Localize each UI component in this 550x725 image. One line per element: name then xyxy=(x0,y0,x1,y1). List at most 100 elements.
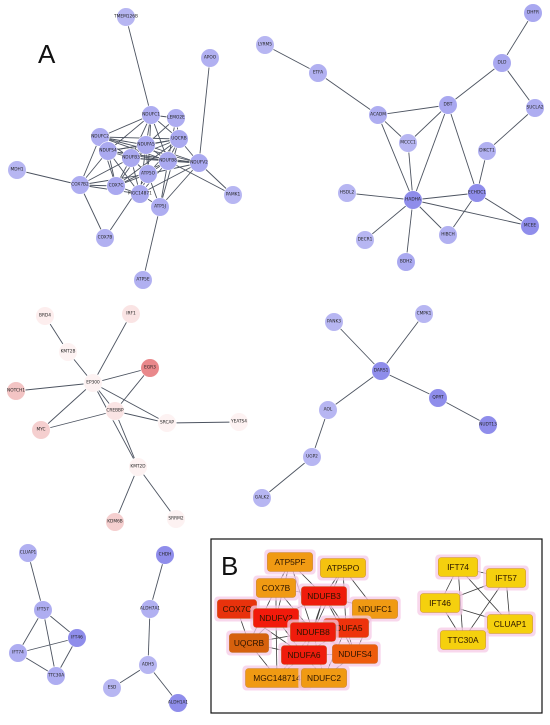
node-atp5e[interactable]: ATP5E xyxy=(133,270,153,290)
node-ndufv2[interactable]: NDUFV2 xyxy=(189,153,209,173)
node-aol[interactable]: AOL xyxy=(318,400,338,420)
node-ndufa5[interactable]: NDUFA5 xyxy=(136,135,156,155)
node-label: SUCLA2 xyxy=(526,105,543,111)
node-kmt2d[interactable]: KMT2D xyxy=(128,457,148,477)
node-uqcrb[interactable]: UQCRB xyxy=(226,630,272,656)
node-hadha[interactable]: HADHA xyxy=(403,190,423,210)
node-ift57[interactable]: IFT57 xyxy=(483,565,529,591)
node-ugp2[interactable]: UGP2 xyxy=(302,447,322,467)
node-myc[interactable]: MYC xyxy=(31,420,51,440)
node-circle xyxy=(121,148,141,168)
node-echdc1[interactable]: ECHDC1 xyxy=(467,183,487,203)
node-dld[interactable]: DLD xyxy=(492,53,512,73)
node-tmem126b[interactable]: TMEM126B xyxy=(113,7,138,27)
node-circle xyxy=(67,628,87,648)
node-ndufb3[interactable]: NDUFB3 xyxy=(298,583,350,609)
node-ndufb3[interactable]: NDUFB3 xyxy=(121,148,141,168)
node-circle xyxy=(150,197,170,217)
node-crebbp[interactable]: CREBBP xyxy=(105,401,125,421)
node-apoo[interactable]: APOO xyxy=(200,48,220,68)
node-mgc148714[interactable]: MGC148714 xyxy=(242,665,312,691)
node-circle xyxy=(189,153,209,173)
node-label: TTC30A xyxy=(47,673,64,679)
node-circle xyxy=(467,183,487,203)
node-ndufa6[interactable]: NDUFA6 xyxy=(278,642,330,668)
node-ndufb8[interactable]: NDUFB8 xyxy=(287,619,339,645)
node-cluap1[interactable]: CLUAP1 xyxy=(484,611,536,637)
node-mccc1[interactable]: MCCC1 xyxy=(398,133,418,153)
node-ndufs4[interactable]: NDUFS4 xyxy=(329,641,381,667)
node-etfa[interactable]: ETFA xyxy=(308,63,328,83)
node-mgc14871[interactable]: MGC14871 xyxy=(128,184,152,204)
node-egr3[interactable]: EGR3 xyxy=(140,358,160,378)
node-ndufc1[interactable]: NDUFC1 xyxy=(141,105,161,125)
node-lyrm5[interactable]: LYRM5 xyxy=(255,35,275,55)
node-ttc30a[interactable]: TTC30A xyxy=(46,666,66,686)
node-mcee[interactable]: MCEE xyxy=(520,216,540,236)
node-qprt[interactable]: QPRT xyxy=(428,388,448,408)
node-yeats4[interactable]: YEATS4 xyxy=(229,412,249,432)
node-hibch[interactable]: HIBCH xyxy=(438,225,458,245)
node-irf1[interactable]: IRF1 xyxy=(121,304,141,324)
node-ift74[interactable]: IFT74 xyxy=(435,554,481,580)
node-circle xyxy=(7,160,27,180)
node-ift46[interactable]: IFT46 xyxy=(417,590,463,616)
node-ift46[interactable]: IFT46 xyxy=(67,628,87,648)
node-atp5o[interactable]: ATP5O xyxy=(138,164,158,184)
node-dikct1[interactable]: DIKCT1 xyxy=(477,141,497,161)
node-dars1[interactable]: DARS1 xyxy=(371,361,391,381)
node-cox7b2[interactable]: COX7B2 xyxy=(70,175,90,195)
node-adh5[interactable]: ADH5 xyxy=(138,655,158,675)
node-bdh2[interactable]: BDH2 xyxy=(396,252,416,272)
node-cluap1[interactable]: CLUAP1 xyxy=(18,543,38,563)
node-hsdl2[interactable]: HSDL2 xyxy=(337,183,357,203)
node-atp5po[interactable]: ATP5PO xyxy=(317,555,369,581)
node-ndufs4[interactable]: NDUFS4 xyxy=(98,141,118,161)
node-aldh1a1[interactable]: ALDH1A1 xyxy=(168,693,189,713)
edge-egr3-ep300 xyxy=(92,367,151,384)
node-pamk1[interactable]: PAMK1 xyxy=(223,185,243,205)
node-dbt[interactable]: DBT xyxy=(438,95,458,115)
node-aldh7a1[interactable]: ALDH7A1 xyxy=(140,599,161,619)
node-pank3[interactable]: PANK3 xyxy=(324,312,344,332)
node-brd4[interactable]: BRD4 xyxy=(35,306,55,326)
node-circle xyxy=(438,95,458,115)
node-notch1[interactable]: NOTCH1 xyxy=(6,381,26,401)
node-chdh[interactable]: CHDH xyxy=(155,545,175,565)
node-label: QPRT xyxy=(432,395,444,401)
node-cox7c[interactable]: COX7C xyxy=(106,176,126,196)
node-uqcrb[interactable]: UQCRB xyxy=(169,129,189,149)
node-cox7b[interactable]: COX7B xyxy=(253,575,299,601)
edge-uqcrb-cox7c xyxy=(115,138,180,187)
node-cox7b[interactable]: COX7B xyxy=(95,228,115,248)
node-dhfr[interactable]: DHFR xyxy=(523,3,543,23)
node-cox7c[interactable]: COX7C xyxy=(214,596,260,622)
node-ttc30a[interactable]: TTC30A xyxy=(437,627,489,653)
node-ndufc2[interactable]: NDUFC2 xyxy=(298,665,350,691)
node-box xyxy=(440,630,486,650)
node-sucla2[interactable]: SUCLA2 xyxy=(525,98,545,118)
node-atp5j[interactable]: ATP5J xyxy=(150,197,170,217)
node-mdh1[interactable]: MDH1 xyxy=(7,160,27,180)
node-srcap[interactable]: SRCAP xyxy=(157,413,177,433)
node-ift57[interactable]: IFT57 xyxy=(33,600,53,620)
node-cmpk1[interactable]: CMPK1 xyxy=(414,304,434,324)
node-ndufb8[interactable]: NDUFB8 xyxy=(158,151,178,171)
node-atp5pf[interactable]: ATP5PF xyxy=(264,549,316,575)
node-galk2[interactable]: GALK2 xyxy=(252,488,272,508)
node-srrm2[interactable]: SRRM2 xyxy=(166,509,186,529)
node-ep300[interactable]: EP300 xyxy=(83,373,103,393)
node-esd[interactable]: ESD xyxy=(102,678,122,698)
node-label: NDUFA6 xyxy=(287,650,320,660)
node-ndufc1[interactable]: NDUFC1 xyxy=(349,596,401,622)
node-lemo2e[interactable]: LEMO2E xyxy=(166,108,186,128)
node-circle xyxy=(141,105,161,125)
node-ift74[interactable]: IFT74 xyxy=(8,643,28,663)
node-label: NUDT13 xyxy=(479,422,497,428)
node-nudt13[interactable]: NUDT13 xyxy=(478,415,498,435)
node-decr1[interactable]: DECR1 xyxy=(355,230,375,250)
node-acadm[interactable]: ACADM xyxy=(368,105,388,125)
node-label: NDUFB8 xyxy=(159,158,177,164)
node-kmt2b[interactable]: KMT2B xyxy=(58,342,78,362)
node-kdm6b[interactable]: KDM6B xyxy=(105,512,125,532)
